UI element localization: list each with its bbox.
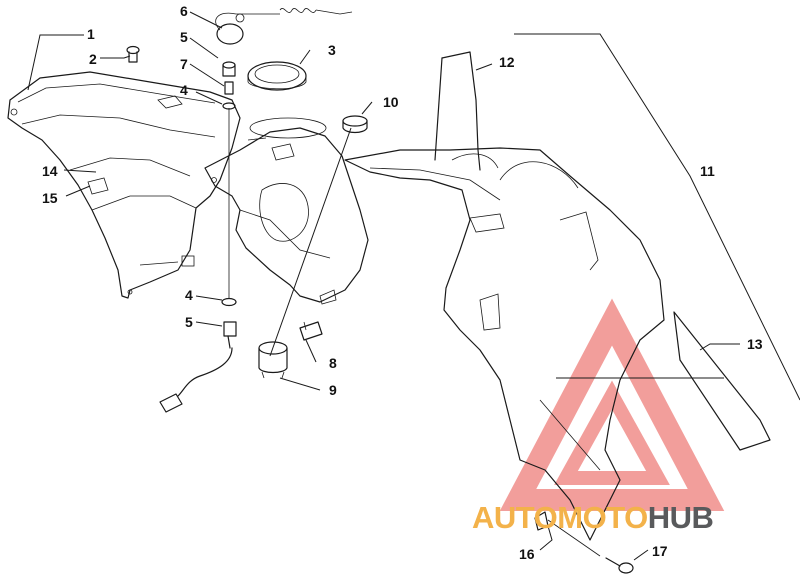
watermark-text-part1: AUTOMOTO — [472, 500, 648, 535]
part-13-side-strip — [673, 311, 771, 451]
callout-16: 16 — [519, 546, 535, 562]
callout-8: 8 — [329, 355, 337, 371]
callout-11: 11 — [700, 163, 715, 179]
callout-4-lower: 4 — [185, 287, 193, 303]
callout-10: 10 — [383, 94, 399, 110]
watermark-text: AUTOMOTOHUB — [472, 500, 714, 536]
callout-5-lower: 5 — [185, 314, 193, 330]
part-1-left-panel — [7, 71, 241, 299]
callout-12: 12 — [499, 54, 515, 70]
part-11-12-right-panel — [344, 51, 665, 541]
part-7-insert — [224, 81, 234, 95]
callout-9: 9 — [329, 382, 337, 398]
callout-13: 13 — [747, 336, 763, 352]
callout-15: 15 — [42, 190, 58, 206]
part-3-ring — [247, 61, 307, 91]
callout-17: 17 — [652, 543, 668, 559]
callout-14: 14 — [42, 163, 58, 179]
part-9-socket — [258, 341, 288, 379]
part-5-upper-grommet — [222, 61, 236, 77]
center-panel — [204, 117, 369, 305]
callout-6: 6 — [180, 3, 188, 19]
part-10-seal — [342, 115, 368, 134]
part-6-cap — [215, 8, 353, 45]
watermark-text-part2: HUB — [647, 500, 714, 535]
callout-1: 1 — [87, 26, 95, 42]
callout-3: 3 — [328, 42, 336, 58]
part-2-screw — [126, 45, 140, 63]
part-5-lower-sensor-cable — [159, 321, 237, 413]
callout-2: 2 — [89, 51, 97, 67]
part-17-screw — [605, 557, 634, 574]
callout-4-upper: 4 — [180, 82, 188, 98]
watermark-logo — [499, 298, 725, 511]
callout-5-upper: 5 — [180, 29, 188, 45]
part-4-lower-washer — [221, 297, 237, 307]
part-8-bracket — [299, 321, 323, 341]
callout-7: 7 — [180, 56, 188, 72]
leader-lines — [27, 11, 800, 561]
